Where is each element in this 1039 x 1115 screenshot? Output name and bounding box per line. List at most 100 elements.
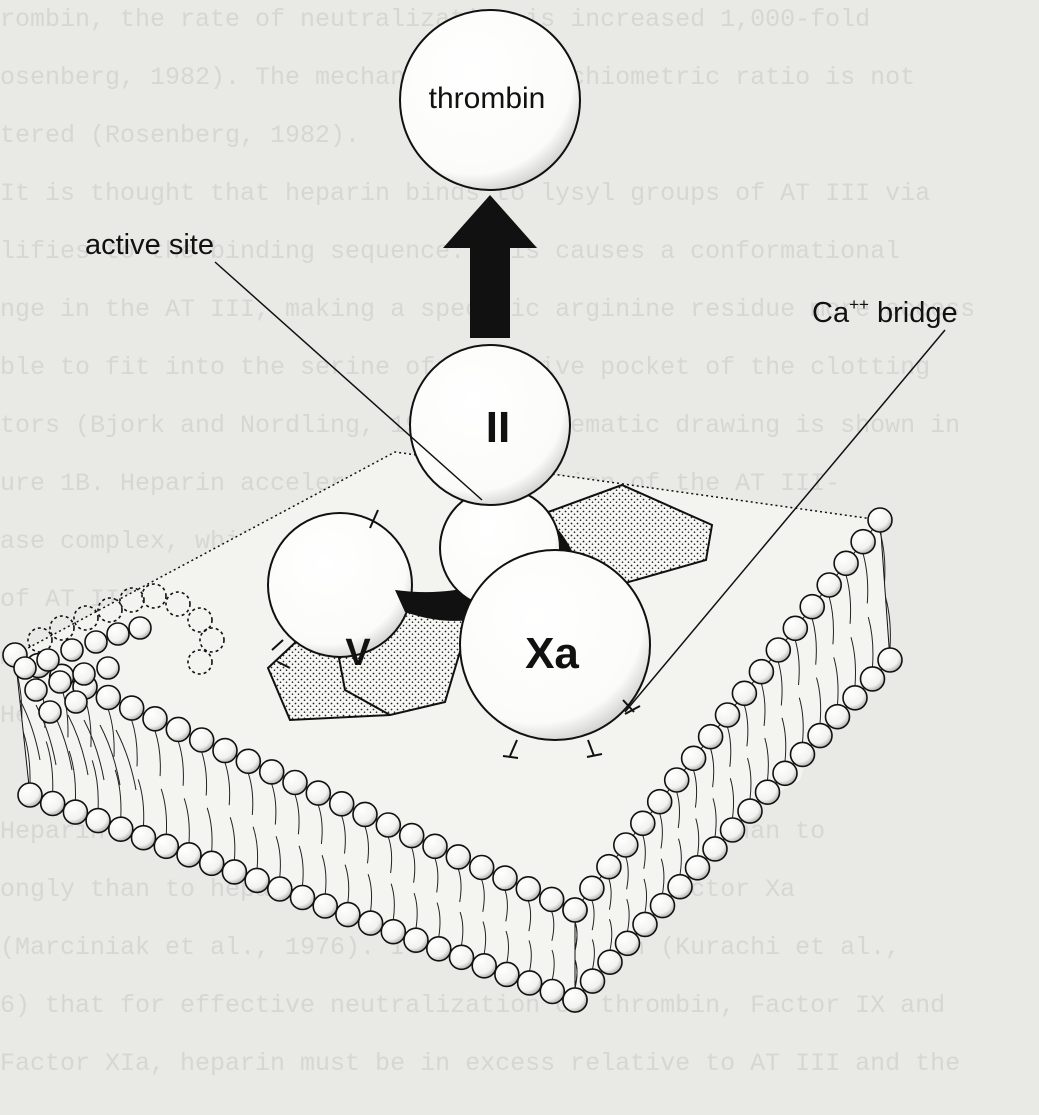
factor-v-label: V bbox=[345, 632, 371, 674]
lipid-head bbox=[109, 817, 133, 841]
lipid-head bbox=[861, 667, 885, 691]
active-site-label: active site bbox=[85, 229, 214, 261]
lipid-head bbox=[190, 728, 214, 752]
lipid-head bbox=[65, 691, 87, 713]
lipid-head bbox=[631, 811, 655, 835]
ca-bridge-label-main: Ca bbox=[812, 297, 850, 329]
lipid-head bbox=[721, 818, 745, 842]
factor-ii: II bbox=[410, 345, 570, 505]
factor-ii-label: II bbox=[486, 403, 510, 452]
lipid-head bbox=[73, 663, 95, 685]
lipid-head bbox=[39, 701, 61, 723]
lipid-head bbox=[668, 875, 692, 899]
lipid-head bbox=[336, 903, 360, 927]
lipid-head bbox=[291, 886, 315, 910]
lipid-head bbox=[749, 660, 773, 684]
lipid-head bbox=[732, 681, 756, 705]
lipid-head bbox=[843, 686, 867, 710]
lipid-head bbox=[563, 898, 587, 922]
lipid-head bbox=[120, 696, 144, 720]
lipid-head bbox=[376, 813, 400, 837]
lipid-head bbox=[651, 894, 675, 918]
lipid-head bbox=[580, 876, 604, 900]
lipid-head bbox=[86, 809, 110, 833]
background-text-line: tered (Rosenberg, 1982). bbox=[0, 121, 360, 150]
lipid-head bbox=[808, 724, 832, 748]
lipid-head bbox=[423, 834, 447, 858]
lipid-head bbox=[516, 877, 540, 901]
lipid-head bbox=[868, 508, 892, 532]
lipid-head bbox=[682, 746, 706, 770]
lipid-head bbox=[826, 705, 850, 729]
lipid-head bbox=[41, 792, 65, 816]
lipid-head bbox=[177, 843, 201, 867]
lipid-head bbox=[540, 887, 564, 911]
lipid-head bbox=[330, 792, 354, 816]
lipid-head bbox=[353, 802, 377, 826]
lipid-head bbox=[37, 649, 59, 671]
lipid-head bbox=[446, 845, 470, 869]
ca-bridge-label: Ca++ bridge bbox=[812, 295, 958, 329]
lipid-head bbox=[470, 856, 494, 880]
lipid-head bbox=[598, 950, 622, 974]
lipid-head bbox=[400, 824, 424, 848]
lipid-head bbox=[665, 768, 689, 792]
lipid-head bbox=[817, 573, 841, 597]
lipid-head bbox=[283, 771, 307, 795]
lipid-head bbox=[107, 623, 129, 645]
lipid-head bbox=[222, 860, 246, 884]
lipid-head bbox=[766, 638, 790, 662]
lipid-head bbox=[493, 866, 517, 890]
lipid-head bbox=[268, 877, 292, 901]
thrombin: thrombin bbox=[400, 10, 580, 190]
lipid-head bbox=[699, 725, 723, 749]
lipid-head bbox=[540, 980, 564, 1004]
lipid-head bbox=[563, 988, 587, 1012]
lipid-head bbox=[878, 648, 902, 672]
factor-xa-label: Xa bbox=[525, 629, 579, 678]
lipid-head bbox=[143, 707, 167, 731]
lipid-head bbox=[581, 969, 605, 993]
lipid-head bbox=[427, 937, 451, 961]
lipid-head bbox=[834, 551, 858, 575]
lipid-head bbox=[404, 928, 428, 952]
lipid-head bbox=[14, 657, 36, 679]
ca-bridge-label-sup: ++ bbox=[849, 295, 869, 314]
lipid-head bbox=[783, 616, 807, 640]
lipid-head bbox=[96, 686, 120, 710]
background-text-line: Factor XIa, heparin must be in excess re… bbox=[0, 1049, 960, 1078]
lipid-head bbox=[686, 856, 710, 880]
lipid-head bbox=[800, 595, 824, 619]
lipid-head bbox=[260, 760, 284, 784]
lipid-head bbox=[633, 912, 657, 936]
lipid-head bbox=[773, 761, 797, 785]
lipid-head bbox=[200, 851, 224, 875]
lipid-head bbox=[472, 954, 496, 978]
lipid-head bbox=[614, 833, 638, 857]
background-text-line: 6) that for effective neutralization of … bbox=[0, 991, 945, 1020]
lipid-head bbox=[450, 945, 474, 969]
lipid-head bbox=[791, 742, 815, 766]
lipid-head bbox=[716, 703, 740, 727]
lipid-head bbox=[213, 739, 237, 763]
lipid-head bbox=[97, 657, 119, 679]
lipid-head bbox=[63, 800, 87, 824]
lipid-head bbox=[236, 749, 260, 773]
lipid-head bbox=[756, 780, 780, 804]
lipid-head bbox=[518, 971, 542, 995]
lipid-head bbox=[359, 911, 383, 935]
lipid-head bbox=[851, 530, 875, 554]
lipid-head bbox=[154, 834, 178, 858]
lipid-head bbox=[166, 717, 190, 741]
lipid-head bbox=[313, 894, 337, 918]
lipid-head bbox=[245, 868, 269, 892]
lipid-head bbox=[49, 671, 71, 693]
lipid-head bbox=[616, 931, 640, 955]
lipid-head bbox=[306, 781, 330, 805]
lipid-head bbox=[597, 855, 621, 879]
lipid-head bbox=[495, 962, 519, 986]
ca-bridge-label-tail: bridge bbox=[869, 297, 958, 329]
lipid-head bbox=[85, 631, 107, 653]
thrombin-label: thrombin bbox=[429, 82, 546, 115]
